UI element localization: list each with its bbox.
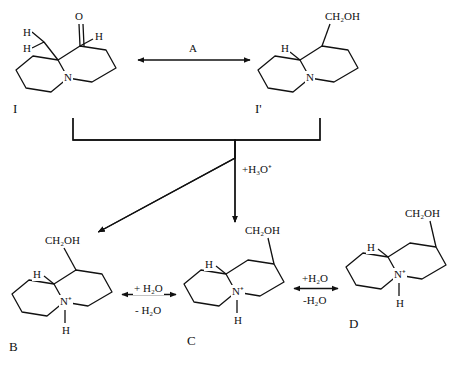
compound-label: B <box>8 340 19 354</box>
equilibrium-arrow <box>98 118 320 232</box>
atom-label: N⁺ <box>231 285 245 298</box>
structure-node: CH₂OH H N⁺ H D <box>338 205 456 355</box>
atom-label: H <box>204 258 214 271</box>
equilibrium-arrow <box>235 118 320 222</box>
atom-label: CH₂OH <box>244 224 281 237</box>
atom-label: H <box>366 241 376 254</box>
structure-node: CH₂OH H N⁺ H B <box>4 232 122 357</box>
structure-node: OHHHNI <box>8 8 138 118</box>
atom-label: CH₂OH <box>324 10 361 23</box>
atom-label: N⁺ <box>59 295 73 308</box>
atom-label: O <box>74 10 84 23</box>
structure-b <box>12 248 112 323</box>
atom-label: N <box>63 71 73 84</box>
atom-label: H <box>395 297 405 310</box>
structure-d <box>346 221 446 296</box>
reaction-condition: +H₃O⁺ <box>241 163 273 176</box>
atom-label: H <box>22 42 32 55</box>
reaction-condition: - H₂O <box>134 304 162 317</box>
structure-c <box>184 238 284 313</box>
structure-i-prime <box>258 24 358 92</box>
atom-label: H <box>280 42 290 55</box>
atom-label: H <box>61 324 71 337</box>
compound-label: D <box>348 317 359 331</box>
equilibrium-arrow <box>294 288 338 289</box>
atom-label: H <box>233 314 243 327</box>
reaction-condition: A <box>188 42 198 55</box>
structure-node: CH₂OH H N I' <box>250 8 390 118</box>
reaction-condition: + H₂O <box>133 282 164 295</box>
compound-label: I <box>12 102 18 116</box>
reaction-condition: -H₂O <box>302 294 327 307</box>
atom-label: H <box>22 26 32 39</box>
compound-label: I' <box>254 102 263 116</box>
reaction-condition: +H₂O <box>301 272 329 285</box>
atom-label: H <box>94 30 104 43</box>
atom-label: CH₂OH <box>404 207 441 220</box>
equilibrium-arrow <box>73 118 235 222</box>
atom-label: H <box>32 268 42 281</box>
atom-label: N⁺ <box>393 268 407 281</box>
compound-label: C <box>186 334 197 348</box>
atom-label: CH₂OH <box>44 234 81 247</box>
equilibrium-arrow <box>73 118 235 232</box>
atom-label: N <box>305 71 315 84</box>
structure-i <box>16 24 116 92</box>
equilibrium-arrow <box>138 59 250 60</box>
structure-node: CH₂OH H N⁺ H C <box>176 222 294 357</box>
